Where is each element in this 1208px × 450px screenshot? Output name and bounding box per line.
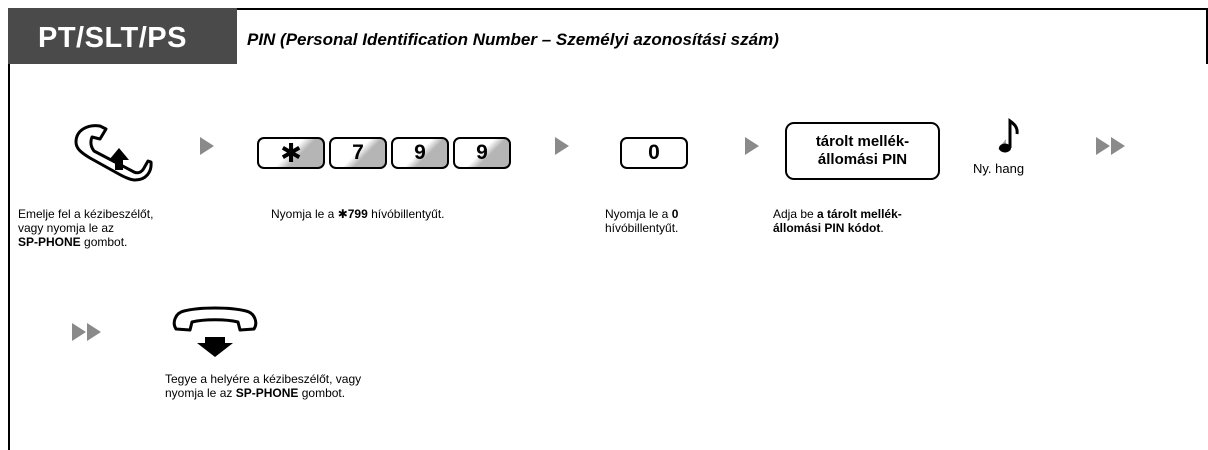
- step4-desc-pre: Adja be: [773, 207, 818, 221]
- stored-pin-line2: állomási PIN: [817, 151, 908, 168]
- step4-desc-bold2: állomási PIN kódot: [773, 221, 881, 235]
- step3-desc-pre: Nyomja le a: [605, 207, 672, 221]
- step2-code: ✱799: [337, 207, 368, 221]
- music-note-icon: [998, 117, 1019, 153]
- step4-desc-bold1: a tárolt mellék-: [817, 207, 902, 221]
- step4-desc-post: .: [880, 221, 884, 235]
- key-0: 0: [620, 137, 688, 169]
- header-box: [8, 8, 237, 64]
- page-title: PT/SLT/PS: [38, 22, 187, 54]
- key-7: 7: [329, 137, 387, 169]
- step1-desc-end: gombot.: [80, 235, 128, 249]
- step5-description: Tegye a helyére a kézibeszélőt, vagy nyo…: [165, 372, 361, 400]
- arrow-next-icon: [200, 137, 214, 155]
- frame-top-border: [8, 8, 1208, 10]
- step1-desc-line3: SP-PHONE gombot.: [18, 235, 153, 249]
- tone-label: Ny. hang: [973, 161, 1025, 176]
- frame-left-border: [8, 8, 10, 450]
- sp-phone-label: SP-PHONE: [235, 386, 299, 400]
- step2-desc-pre: Nyomja le a: [271, 207, 338, 221]
- step3-description: Nyomja le a 0 hívóbillentyűt.: [605, 207, 678, 235]
- step1-desc-line1: Emelje fel a kézibeszélőt,: [18, 207, 154, 221]
- handset-off-hook-icon: [74, 124, 153, 182]
- page-subtitle: PIN (Personal Identification Number – Sz…: [247, 30, 779, 49]
- step5-desc-post: gombot.: [298, 386, 346, 400]
- stored-pin-key: tárolt mellék- állomási PIN: [785, 122, 940, 180]
- key-9-second: 9: [453, 137, 511, 169]
- frame-right-border: [1206, 8, 1208, 64]
- step1-desc-line2: vagy nyomja le az: [18, 221, 115, 235]
- key-star: ✱: [257, 137, 325, 169]
- key-9: 9: [391, 137, 449, 169]
- arrow-next-icon: [555, 137, 569, 155]
- arrow-next-icon: [745, 137, 759, 155]
- step4-description: Adja be a tárolt mellék- állomási PIN kó…: [773, 207, 902, 235]
- double-arrow-icon: [72, 323, 101, 341]
- step5-desc-pre: nyomja le az: [165, 386, 236, 400]
- step2-desc-post: hívóbillentyűt.: [367, 207, 445, 221]
- step3-key-label: 0: [671, 207, 679, 221]
- step5-desc-line1: Tegye a helyére a kézibeszélőt, vagy: [165, 372, 362, 386]
- step1-description: Emelje fel a kézibeszélőt, vagy nyomja l…: [18, 207, 153, 249]
- step3-desc-line2: hívóbillentyűt.: [605, 221, 679, 235]
- handset-on-hook-icon: [172, 306, 258, 357]
- step2-description: Nyomja le a ✱799 hívóbillentyűt.: [271, 207, 445, 221]
- stored-pin-line1: tárolt mellék-: [815, 133, 910, 150]
- sp-phone-label: SP-PHONE: [18, 235, 81, 249]
- double-arrow-icon: [1096, 137, 1125, 155]
